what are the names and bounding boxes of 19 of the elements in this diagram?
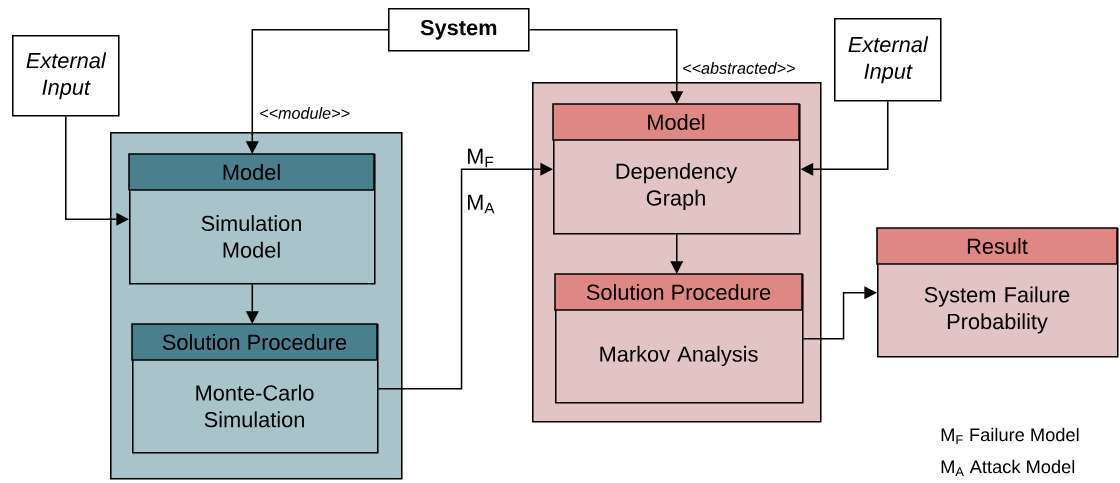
model-box: Model Simulation Model [128, 153, 376, 285]
result-box: Result System Failure Probability [876, 227, 1119, 358]
arrow [802, 286, 877, 340]
arrow [670, 233, 684, 274]
edge-label: <<module>> [260, 107, 350, 119]
input-box: External Input [834, 18, 942, 102]
symbol-label: M$_{A}$ [467, 194, 495, 214]
legend-text: M$_{F}$ Failure Model [941, 427, 1079, 445]
symbol-label: M$_{F}$ [467, 148, 494, 168]
legend-text: M$_{A}$ Attack Model [941, 459, 1075, 477]
edge-label: <<abstracted>> [683, 62, 795, 74]
model-box: Model Dependency Graph [552, 103, 801, 235]
system-box: System [388, 8, 530, 52]
procedure-box: Solution Procedure Monte-Carlo Simulation [131, 323, 379, 454]
arrow [528, 29, 684, 104]
procedure-box: Solution Procedure Markov Analysis [554, 273, 804, 404]
arrow [65, 115, 129, 226]
arrow [377, 162, 553, 390]
input-box: External Input [12, 35, 120, 117]
